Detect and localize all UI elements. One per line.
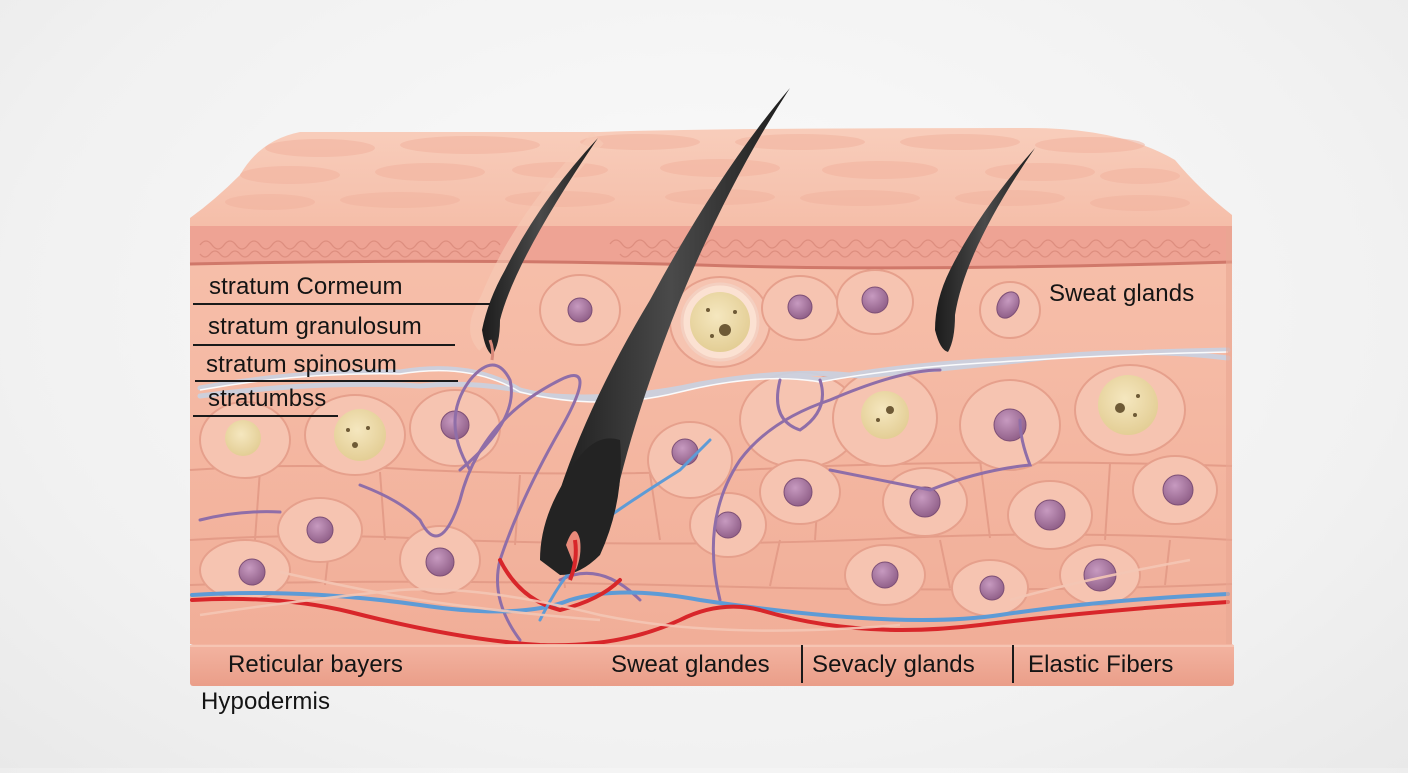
label-reticular-layers: Reticular bayers [228, 651, 404, 678]
divider-1 [801, 645, 803, 683]
label-sebaceous-glands: Sevacly glands [812, 651, 975, 678]
label-stratum-granulosum: stratum granulosum [208, 313, 422, 340]
leader-line-stratum-basale [193, 415, 338, 417]
label-stratum-basale: stratumbss [208, 385, 327, 412]
label-elastic-fibers: Elastic Fibers [1028, 651, 1174, 678]
label-stratum-corneum: stratum Cormeum [209, 273, 403, 300]
leader-line-stratum-corneum [193, 303, 490, 305]
label-hypodermis: Hypodermis [201, 688, 331, 715]
label-sweat-glandes: Sweat glandes [611, 651, 770, 678]
divider-2 [1012, 645, 1014, 683]
leader-line-stratum-spinosum [195, 380, 458, 382]
label-sweat-glands: Sweat glands [1049, 280, 1195, 307]
label-stratum-spinosum: stratum spinosum [206, 351, 397, 378]
leader-line-stratum-granulosum [193, 344, 455, 346]
